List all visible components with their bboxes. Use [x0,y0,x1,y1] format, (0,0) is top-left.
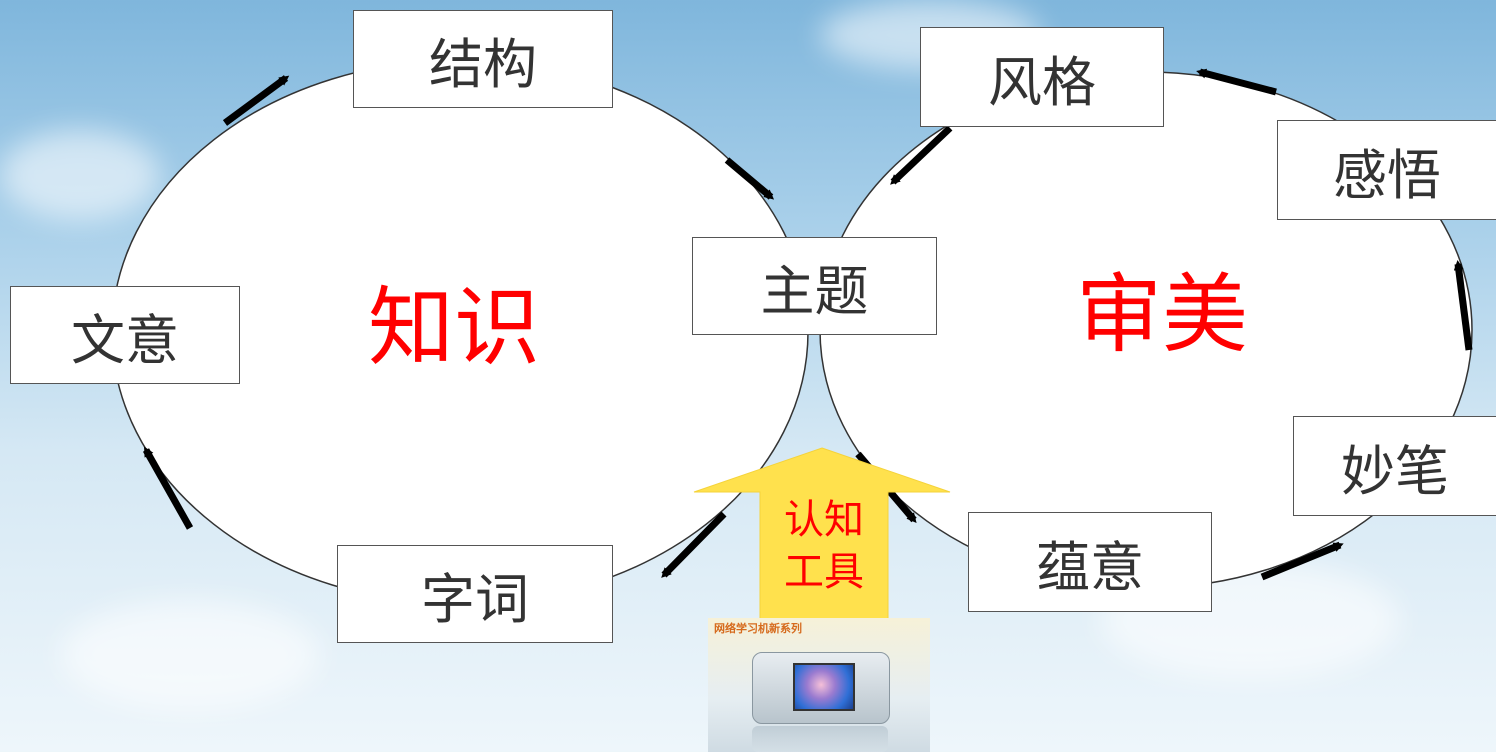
arrow-jiegou-to-zhuti [724,157,775,200]
node-ganwu: 感悟 [1277,120,1496,220]
device-reflection [752,726,888,752]
arrow-fengge-to-zhuti [890,125,953,185]
device-caption: 网络学习机新系列 [714,622,802,635]
arrow-zhuti-to-zici [661,511,727,578]
node-fengge: 风格 [920,27,1164,127]
cloud [0,130,160,220]
cognitive-tool-label: 认知 工具 [760,494,888,598]
arrow-miaobi-to-ganwu [1453,260,1473,351]
node-jiegou: 结构 [353,10,613,108]
cloud [60,600,320,710]
learning-device-image: 网络学习机新系列 [708,618,930,752]
aesthetics-label: 审美 [1076,265,1248,365]
node-miaobi: 妙笔 [1293,416,1496,516]
arrow-yunyi-to-miaobi [1260,541,1344,581]
device-screen [793,663,855,711]
arrow-wenyi-to-jiegou [222,75,290,126]
knowledge-label: 知识 [368,278,540,378]
node-zici: 字词 [337,545,613,643]
node-wenyi: 文意 [10,286,240,384]
cognitive-tool-line2: 工具 [784,549,864,595]
arrow-ganwu-to-fengge [1196,68,1277,96]
device-body [752,652,890,724]
node-zhuti: 主题 [692,237,937,335]
cognitive-tool-line1: 认知 [784,497,864,543]
arrow-zici-to-wenyi [142,446,194,530]
node-yunyi: 蕴意 [968,512,1212,612]
